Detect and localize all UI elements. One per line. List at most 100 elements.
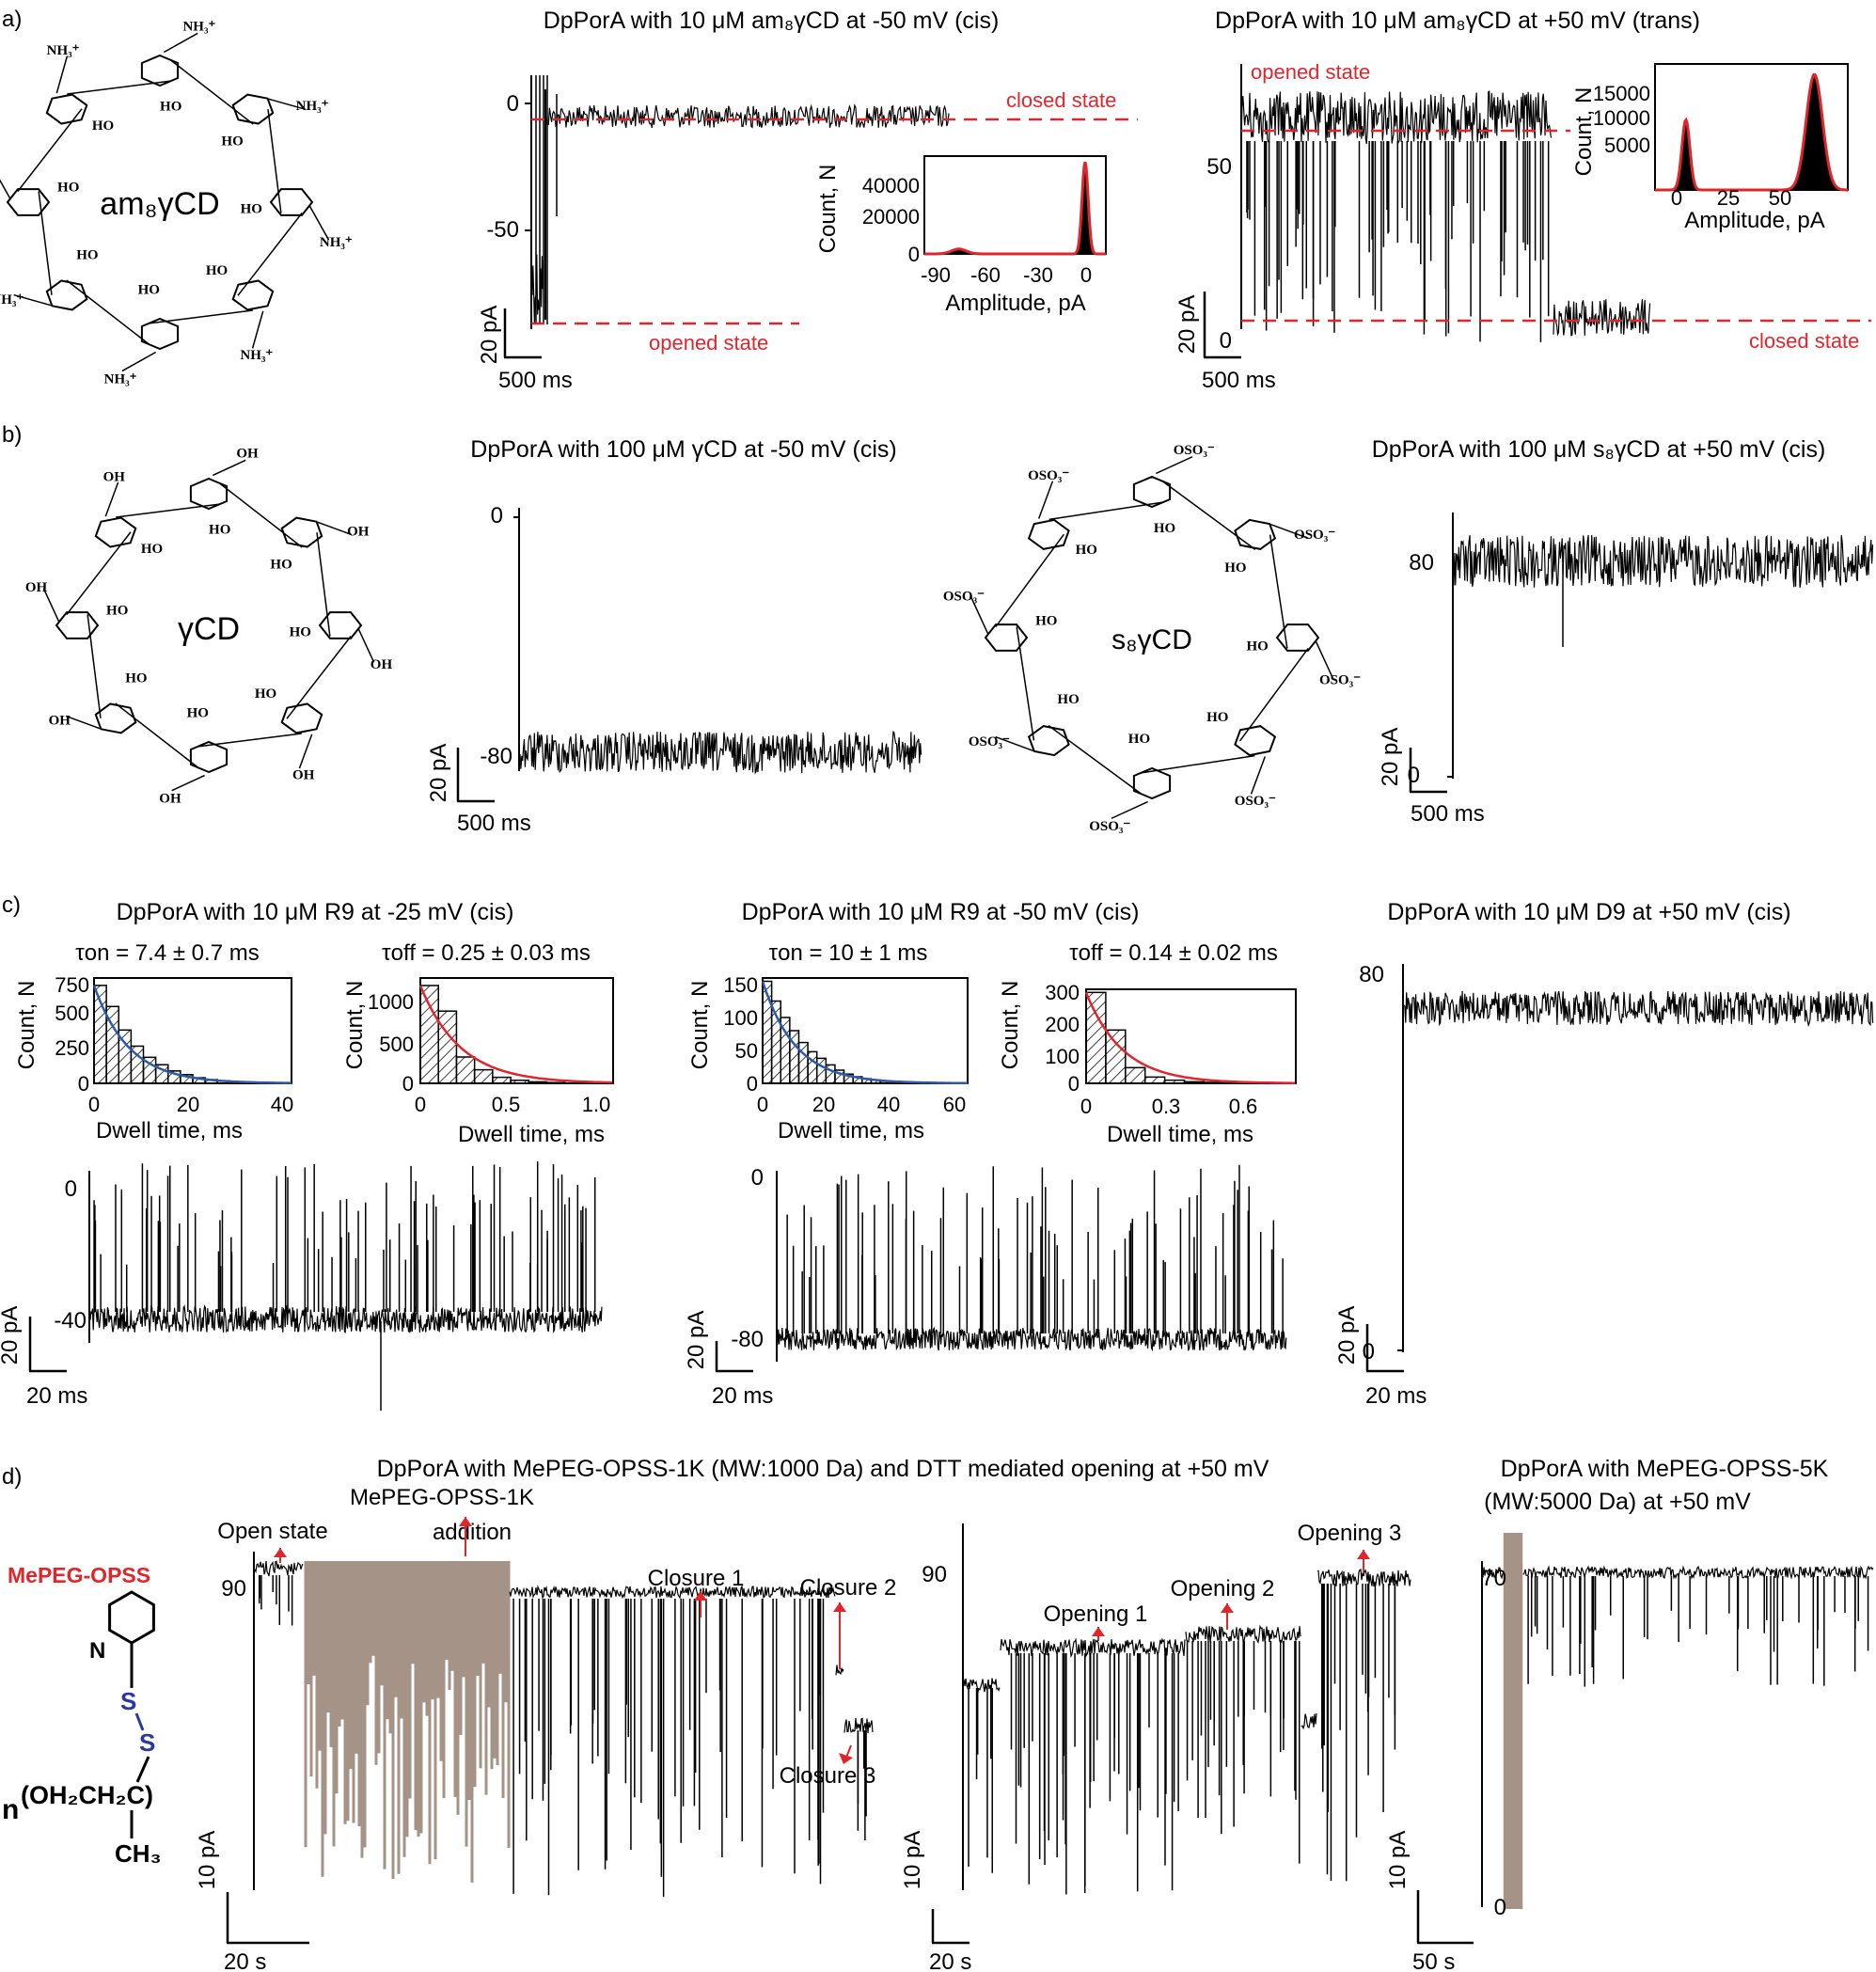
s8gcd-substituent-label: OSO₃⁻ <box>943 589 985 604</box>
c2-hoff-tick-label: 0.3 <box>1152 1095 1181 1118</box>
mepeg-s1: S <box>120 1687 136 1715</box>
s8gcd-structure: HOOSO₃⁻HOOSO₃⁻HOOSO₃⁻HOOSO₃⁻HOOSO₃⁻HOOSO… <box>943 443 1361 834</box>
b2-title: DpPorA with 100 μM γCD at -50 mV (cis) <box>470 436 896 463</box>
mepeg-s2: S <box>139 1728 155 1757</box>
c2-hoff-tick-label: 300 <box>1045 981 1080 1004</box>
d-right-title-1: DpPorA with MePEG-OPSS-5K <box>1501 1456 1829 1482</box>
c2-ytick-0: 0 <box>751 1165 764 1191</box>
d3-scale-y-label: 10 pA <box>1385 1831 1411 1890</box>
a2-inset-ytick-20000: 20000 <box>862 205 920 229</box>
s8gcd-substituent-bond <box>1250 756 1267 795</box>
gcd-glycosidic-bond <box>87 614 102 718</box>
c1-hon-tick-label: 0 <box>78 1072 89 1096</box>
am8gcd-oh-label: HO <box>76 248 98 263</box>
c1-hoff-bar <box>437 1010 458 1084</box>
a3-closed-band <box>1553 299 1651 337</box>
s8gcd-glycosidic-bond <box>1048 501 1163 521</box>
gcd-substituent-label: OH <box>49 714 71 729</box>
c1-hoff-bar <box>419 985 439 1084</box>
c2-scale-y-label: 20 pA <box>684 1311 709 1370</box>
d-opening2-label: Opening 2 <box>1171 1576 1275 1601</box>
am8gcd-substituent-label: NH₃⁺ <box>104 371 137 387</box>
am8gcd-substituent-bond <box>163 32 198 54</box>
am8gcd-structure: HONH₃⁺HONH₃⁺HONH₃⁺HONH₃⁺HONH₃⁺HONH₃⁺HONH… <box>0 20 353 387</box>
mepeg-structure <box>108 1590 155 1838</box>
arrow-closure3-head <box>839 1753 853 1764</box>
s8gcd-glucose-unit <box>1275 623 1320 652</box>
c1-hon-xlabel: Dwell time, ms <box>96 1118 243 1144</box>
a2-open-phase <box>531 254 544 324</box>
d2-opening1-band <box>1000 1637 1186 1659</box>
am8gcd-substituent-label: NH₃⁺ <box>47 43 80 58</box>
mepeg-bond-2 <box>135 1756 150 1783</box>
c1-hoff-tick-label: 500 <box>379 1033 414 1056</box>
s8gcd-substituent-label: OSO₃⁻ <box>1294 528 1335 543</box>
gcd-glucose-unit <box>189 740 229 774</box>
c1-scale-y-label: 20 pA <box>0 1306 23 1365</box>
am8gcd-substituent-bond <box>13 293 52 307</box>
arrow-addition-head <box>459 1517 472 1526</box>
s8gcd-glucose-unit <box>1027 518 1070 550</box>
c2-hoff-tick-label: 0 <box>1080 1095 1092 1118</box>
c2-hon-bar <box>815 1057 828 1084</box>
a2-inset-ytick-40000: 40000 <box>862 174 920 197</box>
a2-inset-xtick-60: -60 <box>970 263 1001 287</box>
d1-open-band <box>254 1560 304 1577</box>
gcd-glycosidic-bond <box>316 532 331 637</box>
panel-label-c: c) <box>2 892 21 918</box>
mepeg-ring-n: N <box>89 1638 105 1664</box>
gcd-glycosidic-bond <box>116 503 220 518</box>
s8gcd-glucose-unit <box>984 623 1029 652</box>
gcd-substituent-bond <box>298 734 313 769</box>
gcd-glucose-unit <box>189 477 229 511</box>
a2-ytick-50: -50 <box>486 217 519 243</box>
gcd-name: γCD <box>178 611 240 647</box>
d-opening3-label: Opening 3 <box>1298 1521 1402 1546</box>
mepeg-name: MePEG-OPSS <box>8 1563 150 1587</box>
c2-hoff-bar <box>1143 1076 1166 1084</box>
d1-closure1-band <box>509 1585 836 1600</box>
gcd-substituent-bond <box>65 715 101 730</box>
c2-hoff-tick-label: 200 <box>1045 1013 1080 1036</box>
b2-scale-y-label: 20 pA <box>426 744 451 803</box>
c3-scale-y-label: 20 pA <box>1334 1306 1360 1365</box>
c1-hoff-tick-label: 0.5 <box>492 1093 521 1116</box>
mepeg-n: n <box>2 1794 19 1825</box>
d2-current-trace <box>962 1523 1411 1895</box>
c1-ytick-40: -40 <box>54 1308 87 1333</box>
s8gcd-substituent-label: OSO₃⁻ <box>969 734 1010 749</box>
c1-hoff-bar <box>455 1056 476 1084</box>
c2-hon-tick-label: 0 <box>747 1072 758 1096</box>
d1-ytick-90: 90 <box>221 1576 246 1601</box>
a2-closed-label: closed state <box>1006 88 1116 112</box>
mepeg-ss-bond <box>134 1712 145 1731</box>
a3-current-trace <box>1240 64 1651 342</box>
d2-scale-y-label: 10 pA <box>900 1831 925 1890</box>
am8gcd-glycosidic-bond <box>267 109 282 213</box>
c1-hon-tick-label: 40 <box>271 1093 293 1116</box>
s8gcd-glycosidic-bond <box>995 533 1065 627</box>
c2-hoff-ylabel: Count, N <box>998 981 1023 1070</box>
b4-open-band <box>1453 534 1874 588</box>
gcd-oh-label: HO <box>290 625 311 640</box>
a3-inset-xtick-25: 25 <box>1717 186 1740 210</box>
am8gcd-substituent-label: NH₃⁺ <box>240 348 273 363</box>
s8gcd-oh-label: HO <box>1224 560 1246 576</box>
am8gcd-substituent-label: NH₃⁺ <box>320 235 353 250</box>
mepeg-ch3: CH₃ <box>115 1839 162 1868</box>
s8gcd-oh-label: HO <box>1057 692 1079 707</box>
am8gcd-substituent-label: NH₃⁺ <box>0 292 24 308</box>
gcd-glucose-unit <box>94 702 137 734</box>
d1-closure3-band <box>843 1717 874 1734</box>
gcd-substituent-label: OH <box>370 657 393 672</box>
d3-ytick-0: 0 <box>1494 1895 1506 1920</box>
c1-hon-tick-label: 0 <box>88 1093 100 1116</box>
am8gcd-glucose-unit <box>45 93 88 125</box>
c1-hoff-fit <box>418 985 612 1084</box>
a2-current-trace <box>530 75 950 329</box>
c1-hon-tick-label: 750 <box>55 973 89 997</box>
arrow-opening3-head <box>1357 1550 1370 1559</box>
b2-current-trace <box>513 508 922 775</box>
s8gcd-glycosidic-bond <box>1048 724 1142 795</box>
